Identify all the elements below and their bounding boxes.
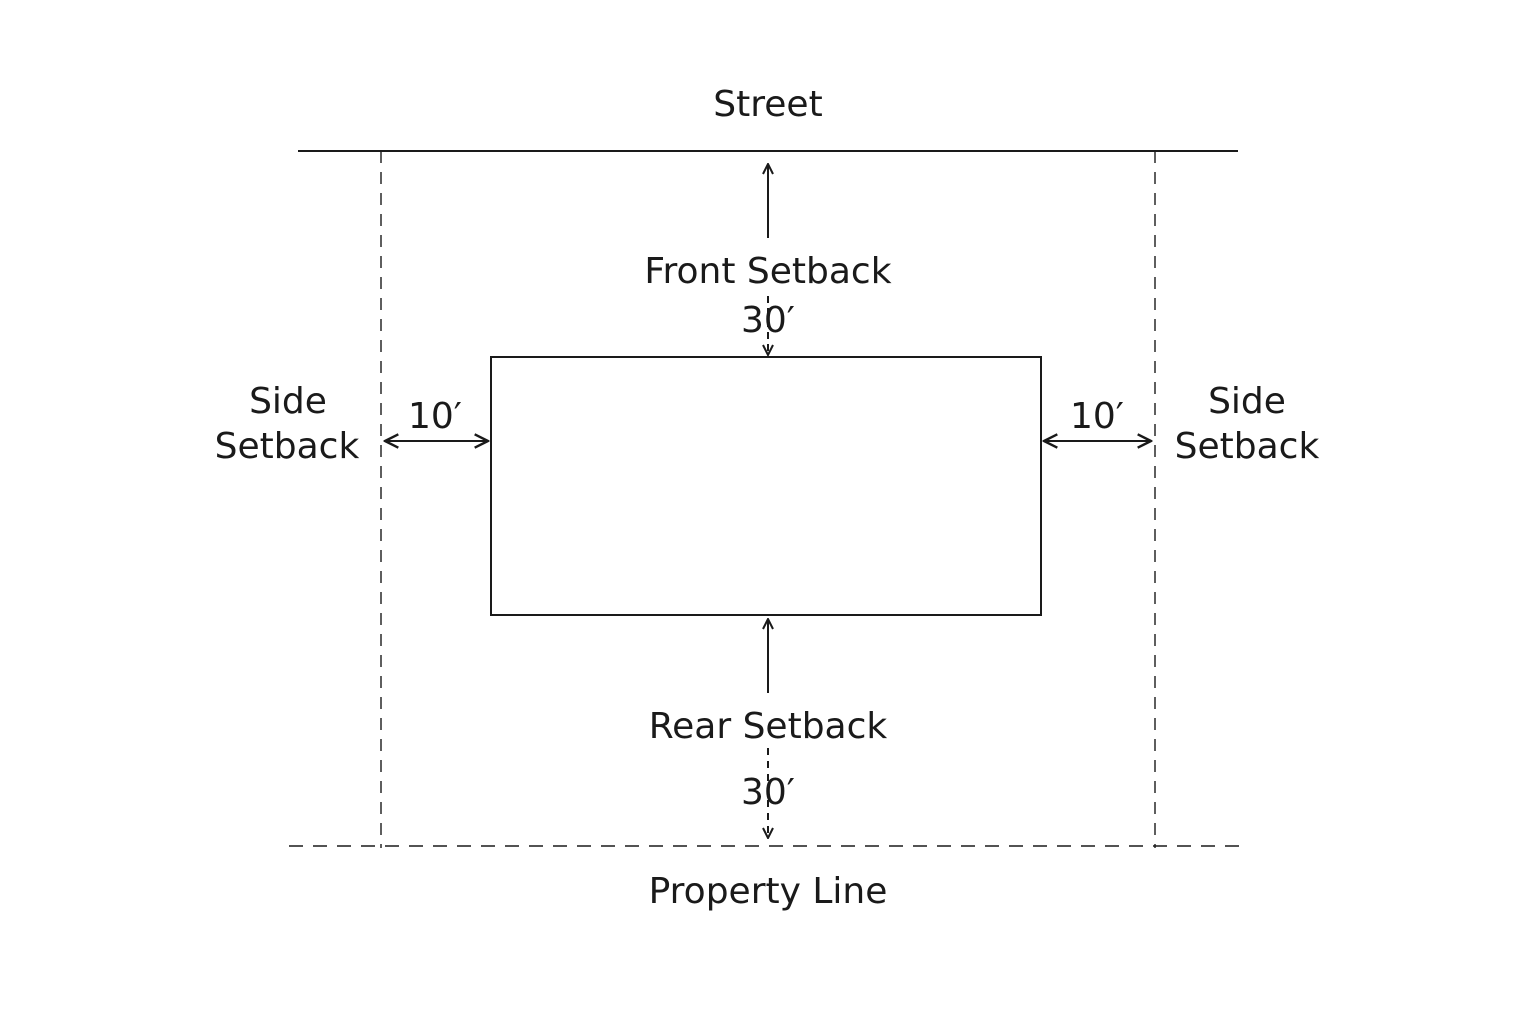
side-setback-left-label-line2: Setback — [215, 426, 360, 467]
street-label: Street — [713, 84, 822, 125]
front-setback-distance: 30′ — [741, 300, 795, 341]
property-line-label: Property Line — [649, 871, 888, 912]
side-setback-left-label-line1: Side — [249, 381, 327, 422]
rear-setback-distance: 30′ — [741, 772, 795, 813]
side-setback-right-label-line1: Side — [1208, 381, 1286, 422]
side-setback-left-distance: 10′ — [408, 396, 462, 437]
rear-setback-label: Rear Setback — [649, 706, 888, 747]
building-footprint — [490, 356, 1042, 616]
side-setback-right-label-line2: Setback — [1175, 426, 1320, 467]
front-setback-label: Front Setback — [644, 251, 891, 292]
side-setback-right-distance: 10′ — [1070, 396, 1124, 437]
